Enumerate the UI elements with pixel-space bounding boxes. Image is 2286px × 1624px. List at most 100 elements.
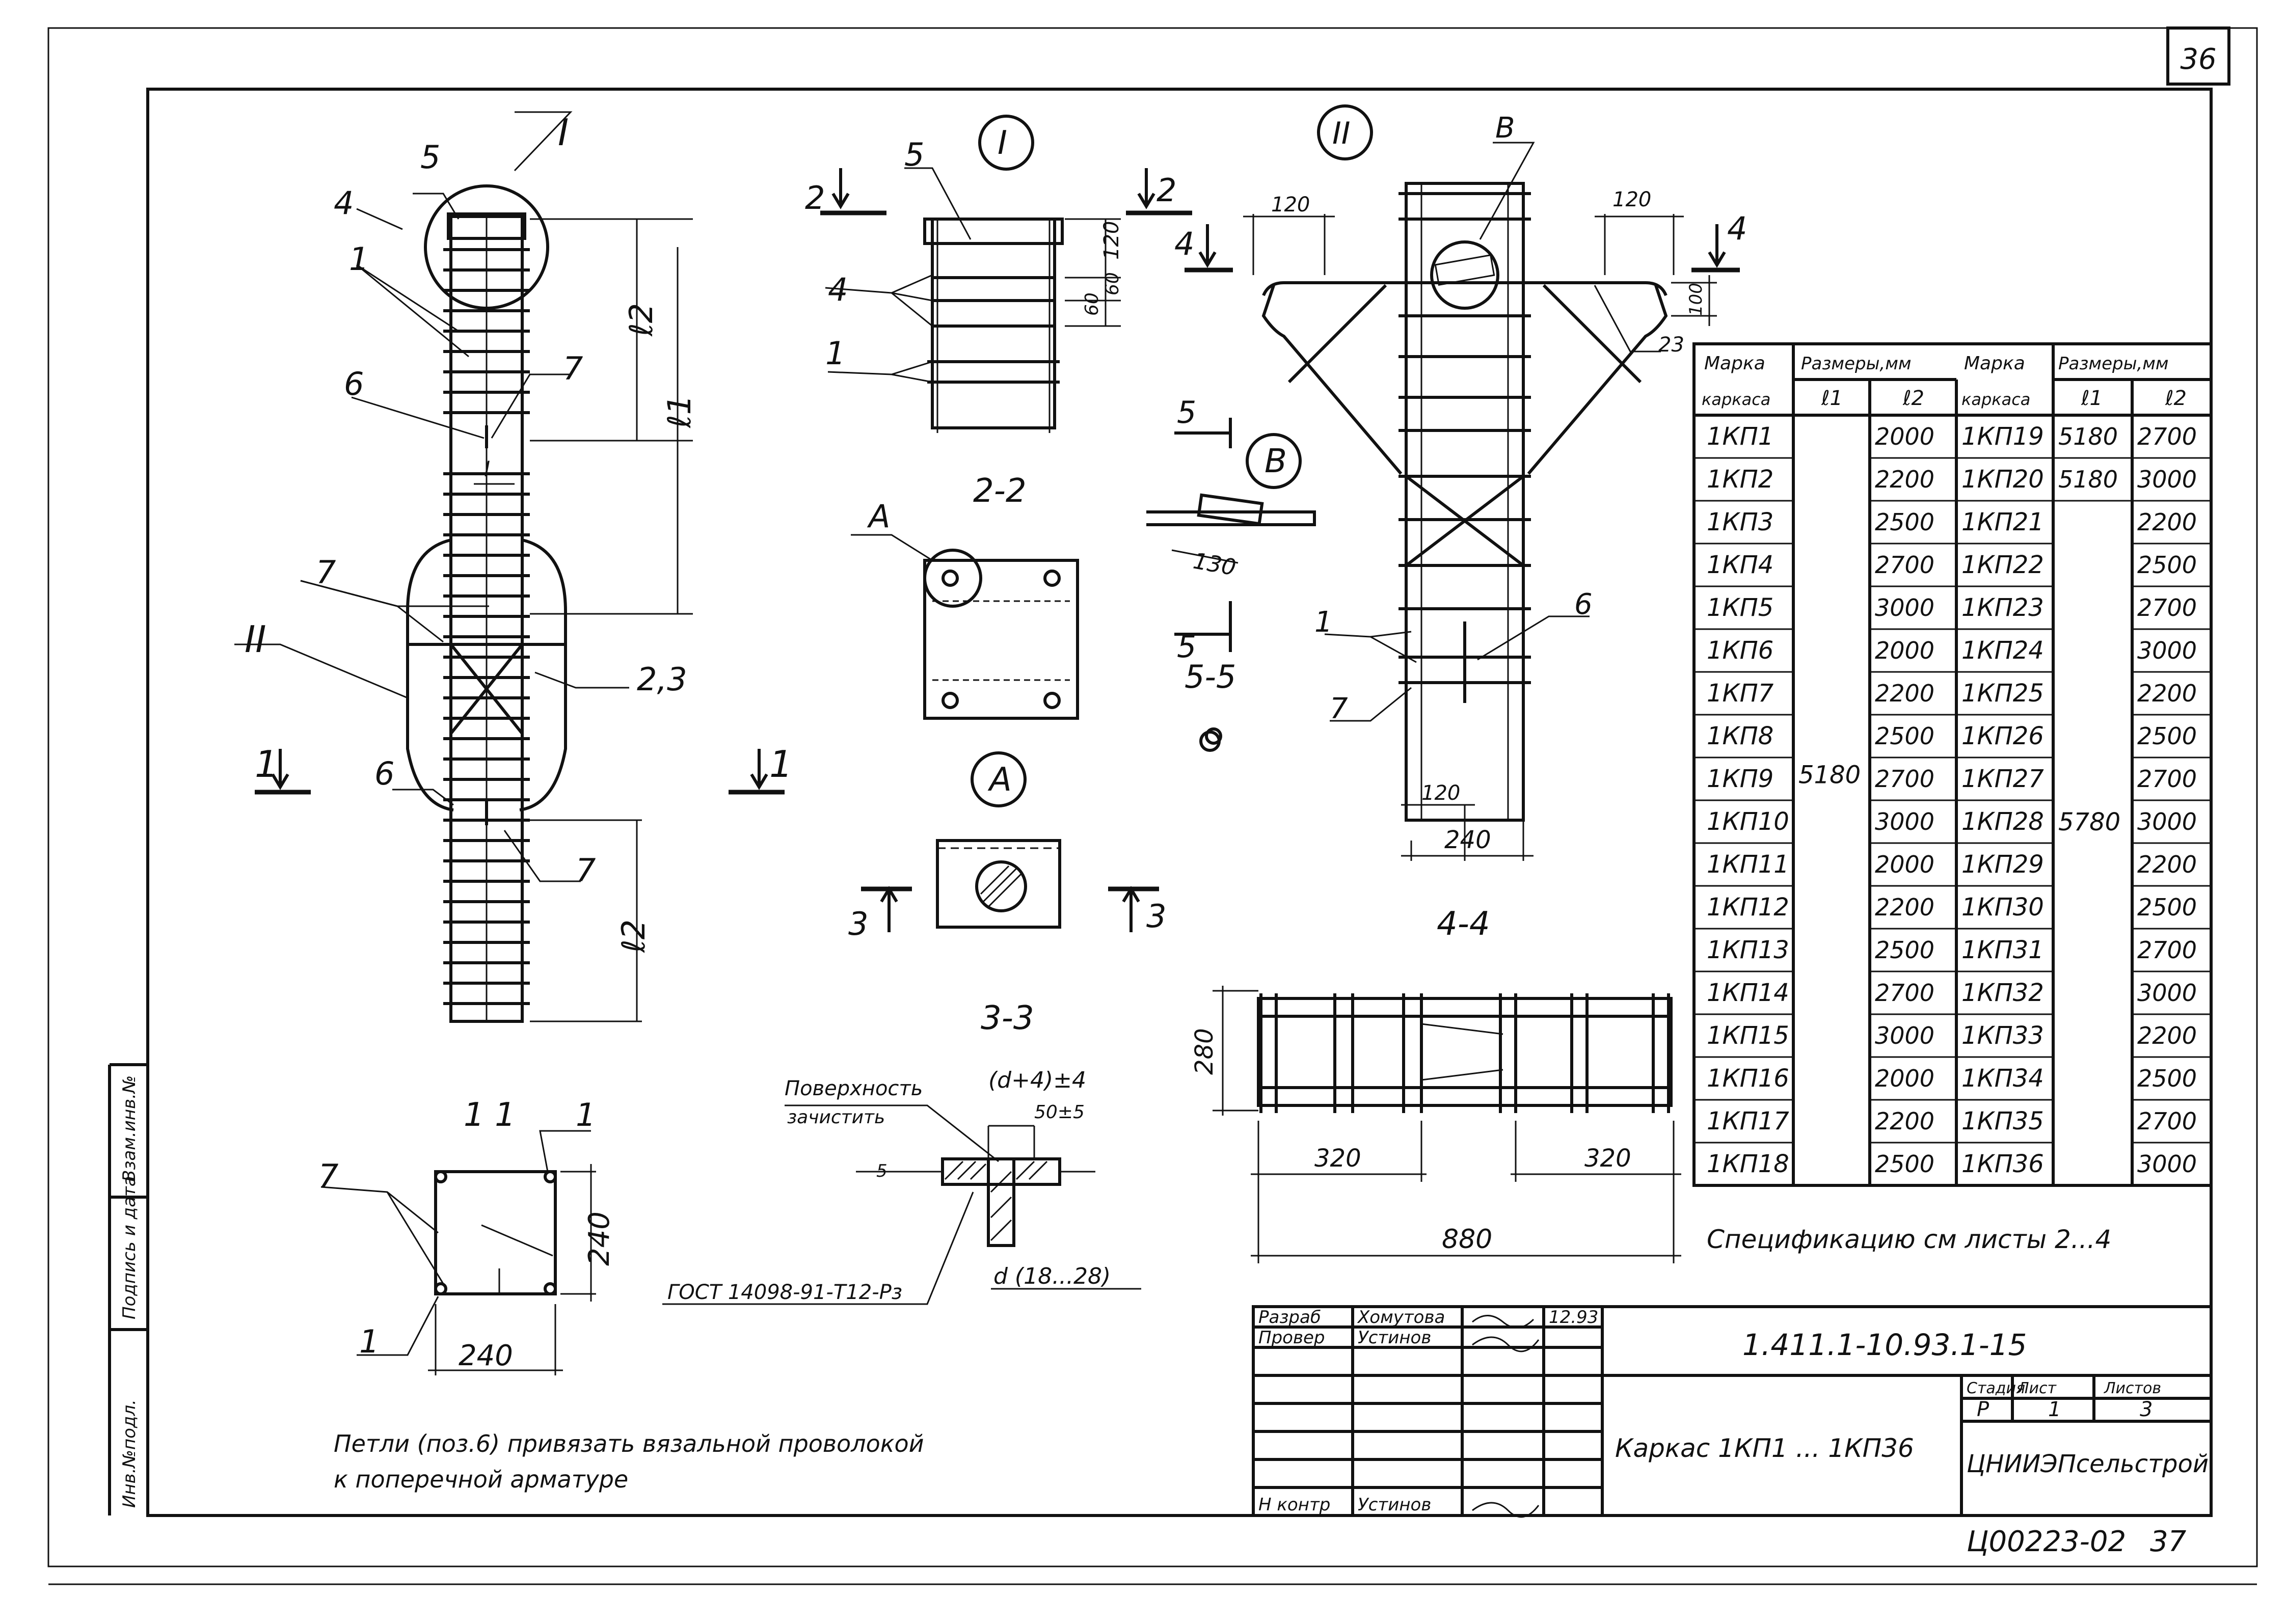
table-cell-mark-b: 1КП25 <box>1961 679 2044 708</box>
svg-text:240: 240 <box>583 1211 616 1266</box>
svg-text:120: 120 <box>1421 781 1460 805</box>
svg-text:4: 4 <box>1174 225 1194 262</box>
table-cell-l2-b: 3000 <box>2137 637 2197 664</box>
svg-text:4: 4 <box>828 271 848 308</box>
detail-II <box>1185 104 1740 861</box>
table-cell-l2-b: 2700 <box>2137 765 2197 793</box>
svg-text:5: 5 <box>1177 629 1196 665</box>
table-cell-mark-b: 1КП22 <box>1961 551 2044 579</box>
svg-text:Взам.инв.№: Взам.инв.№ <box>119 1075 140 1182</box>
main-elevation-labels: I 5 4 1 6 7 ℓ2 ℓ1 l 7 II 2,3 1 1 6 7 ℓ2 <box>245 111 793 953</box>
table-border <box>1692 342 2213 1187</box>
table-cell-mark-b: 1КП34 <box>1961 1064 2044 1093</box>
table-cell-mark-b: 1КП20 <box>1961 465 2044 494</box>
detail-B <box>1146 418 1316 752</box>
header-l1-b: ℓ1 <box>2081 387 2103 410</box>
detail-II-labels: II В 4 4 120 120 100 23 1 6 7 120 240 <box>1174 112 1747 854</box>
table-cell-l2-b: 3000 <box>2137 979 2197 1007</box>
svg-text:240: 240 <box>1444 826 1491 854</box>
table-cell-mark-a: 1КП13 <box>1707 936 1789 964</box>
svg-text:7: 7 <box>318 1157 338 1195</box>
table-cell-l2-a: 2500 <box>1875 1150 1934 1178</box>
table-cell-l2-a: 2200 <box>1875 1107 1934 1135</box>
table-cell-mark-b: 1КП23 <box>1961 593 2044 622</box>
svg-text:2: 2 <box>805 179 825 216</box>
svg-text:Устинов: Устинов <box>1358 1328 1431 1348</box>
table-cell-l2-b: 3000 <box>2137 466 2197 493</box>
table-cell-mark-b: 1КП26 <box>1961 722 2044 750</box>
svg-text:(d+4)±4: (d+4)±4 <box>988 1067 1086 1093</box>
table-cell-l2-a: 2000 <box>1875 851 1934 878</box>
table-cell-mark-b: 1КП30 <box>1961 893 2044 922</box>
svg-text:Инв.№подл.: Инв.№подл. <box>119 1399 140 1508</box>
note-loops-2: к поперечной арматуре <box>334 1466 628 1493</box>
table-cell-l2-b: 2500 <box>2137 1065 2197 1092</box>
svg-text:130: 130 <box>1191 548 1238 581</box>
table-cell-mark-a: 1КП17 <box>1707 1107 1789 1135</box>
svg-text:4: 4 <box>1727 210 1747 247</box>
table-cell-l2-b: 2200 <box>2137 1022 2197 1049</box>
detail-I-labels: I 2 2 5 4 1 120 60 60 <box>805 124 1176 372</box>
table-cell-l2-a: 2200 <box>1875 680 1934 707</box>
table-cell-mark-b: 1КП29 <box>1961 850 2044 879</box>
svg-text:2: 2 <box>1157 172 1176 209</box>
detail-A-labels: A 3 3 <box>848 761 1166 942</box>
svg-text:1: 1 <box>349 240 369 278</box>
inner-frame <box>146 88 2213 1517</box>
table-cell-l2-a: 2500 <box>1875 722 1934 750</box>
svg-text:60: 60 <box>1082 292 1102 316</box>
table-cell-l1-b: 5180 <box>2058 466 2118 493</box>
document-code: 1.411.1-10.93.1-15 <box>1742 1328 2027 1362</box>
svg-text:ℓ1: ℓ1 <box>661 395 698 428</box>
svg-text:d (18...28): d (18...28) <box>993 1263 1111 1289</box>
table-cell-mark-a: 1КП15 <box>1707 1021 1789 1050</box>
table-cell-l2-a: 2000 <box>1875 637 1934 664</box>
svg-text:12.93: 12.93 <box>1549 1307 1598 1328</box>
svg-text:23: 23 <box>1658 333 1684 357</box>
svg-text:7: 7 <box>563 350 583 387</box>
svg-text:3: 3 <box>848 905 868 942</box>
table-merged-l1-b: 5780 <box>2058 808 2120 836</box>
svg-text:Р: Р <box>1977 1398 1989 1421</box>
svg-text:II: II <box>245 618 266 661</box>
svg-text:6: 6 <box>374 755 394 792</box>
table-cell-mark-b: 1КП19 <box>1961 422 2044 451</box>
svg-text:Поверхность: Поверхность <box>785 1077 923 1100</box>
svg-text:Н контр: Н контр <box>1258 1495 1330 1515</box>
svg-text:280: 280 <box>1190 1028 1219 1075</box>
table-cell-mark-a: 1КП12 <box>1707 893 1789 922</box>
svg-text:1: 1 <box>825 335 845 372</box>
table-cell-l2-a: 3000 <box>1875 594 1934 621</box>
table-cell-mark-b: 1КП24 <box>1961 636 2044 665</box>
svg-text:ℓ2: ℓ2 <box>623 303 660 337</box>
svg-text:2,3: 2,3 <box>637 661 687 698</box>
svg-text:Провер: Провер <box>1258 1328 1325 1348</box>
svg-text:1: 1 <box>1314 606 1333 639</box>
table-cell-l2-a: 2200 <box>1875 894 1934 921</box>
archive-number: Ц00223-02 <box>1967 1525 2126 1558</box>
svg-text:зачистить: зачистить <box>787 1107 885 1128</box>
table-cell-mark-a: 1КП18 <box>1707 1150 1789 1178</box>
svg-text:I: I <box>998 124 1007 162</box>
section-4-4 <box>1213 986 1681 1263</box>
table-cell-mark-b: 1КП35 <box>1961 1107 2044 1135</box>
svg-text:60: 60 <box>1102 272 1123 295</box>
table-cell-l2-a: 2500 <box>1875 936 1934 964</box>
table-cell-mark-a: 1КП1 <box>1707 422 1773 451</box>
svg-text:1 1: 1 1 <box>464 1096 516 1134</box>
table-cell-l2-a: 2700 <box>1875 765 1934 793</box>
table-cell-l2-b: 2700 <box>2137 1107 2197 1135</box>
table-cell-l2-b: 2700 <box>2137 936 2197 964</box>
table-cell-l2-a: 2000 <box>1875 423 1934 450</box>
svg-text:120: 120 <box>1100 221 1123 260</box>
table-cell-mark-a: 1КП8 <box>1707 722 1773 750</box>
sheet-number-box <box>2166 26 2230 86</box>
header-l1-a: ℓ1 <box>1821 387 1843 410</box>
svg-text:7: 7 <box>576 852 596 889</box>
table-cell-mark-a: 1КП16 <box>1707 1064 1789 1093</box>
svg-text:5: 5 <box>420 139 440 176</box>
table-cell-l2-b: 3000 <box>2137 808 2197 835</box>
svg-text:II: II <box>1332 116 1350 151</box>
svg-text:5-5: 5-5 <box>1185 658 1236 695</box>
